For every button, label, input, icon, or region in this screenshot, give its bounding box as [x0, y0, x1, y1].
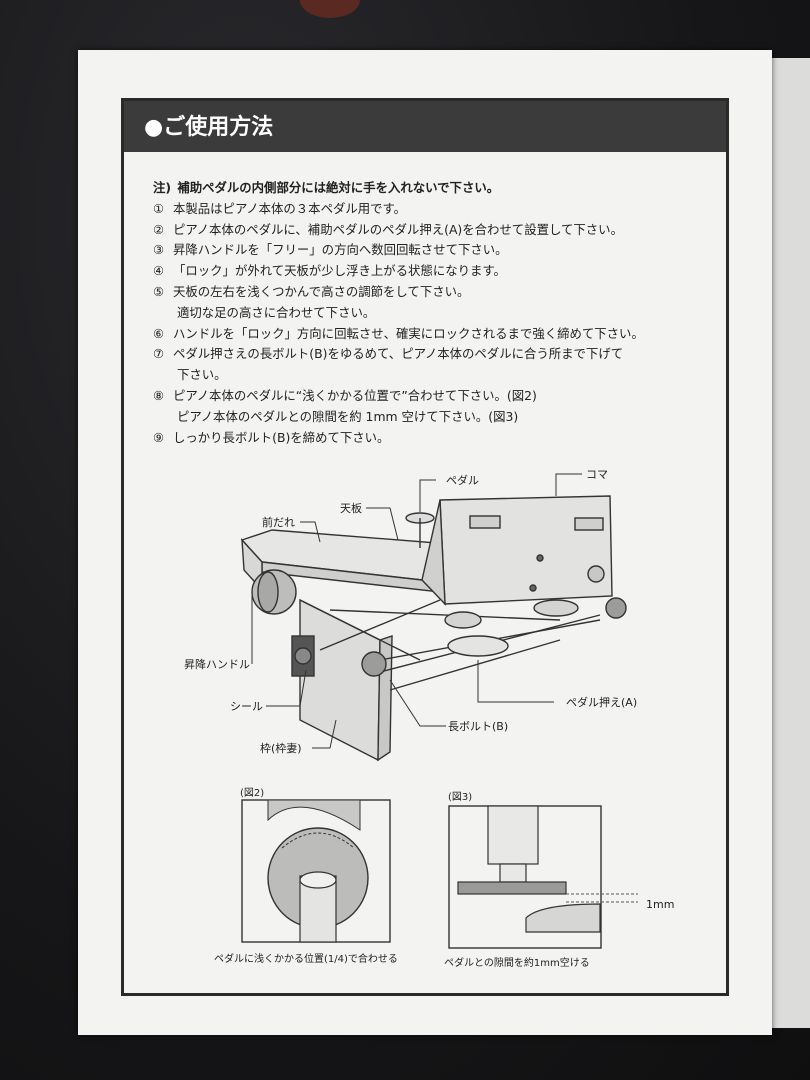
gap-label: 1mm [646, 898, 675, 911]
instruction-step: ④「ロック」が外れて天板が少し浮き上がる状態になります。 [153, 263, 506, 279]
instruction-continuation: 適切な足の高さに合わせて下さい。 [177, 304, 376, 320]
fig2-caption: ペダルに浅くかかる位置(1/4)で合わせる [214, 954, 398, 965]
fig3-label: (図3) [448, 792, 473, 803]
section-title: ●ご使用方法 [144, 115, 274, 140]
label-koma: コマ [586, 468, 608, 481]
label-long-bolt: 長ボルト(B) [448, 720, 509, 733]
caution-line: 注) 補助ペダルの内側部分には絶対に手を入れないで下さい。 [153, 180, 500, 195]
label-handle: 昇降ハンドル [184, 658, 250, 671]
label-pedal-presser: ペダル押え(A) [566, 696, 638, 709]
label-pedal: ペダル [446, 474, 479, 487]
label-frame: 枠(枠妻) [260, 742, 302, 755]
instruction-continuation: 下さい。 [177, 367, 227, 383]
label-seal: シール [230, 700, 263, 713]
fig2-label: (図2) [240, 788, 265, 799]
background-object [300, 0, 360, 18]
section-frame [121, 98, 729, 996]
section-header [121, 98, 729, 152]
fig3-caption: ペダルとの隙間を約1mm空ける [444, 958, 590, 969]
label-tenban: 天板 [340, 502, 362, 515]
label-maedare: 前だれ [262, 516, 295, 529]
instruction-continuation: ピアノ本体のペダルとの隙間を約 1mm 空けて下さい。(図3) [177, 408, 519, 424]
